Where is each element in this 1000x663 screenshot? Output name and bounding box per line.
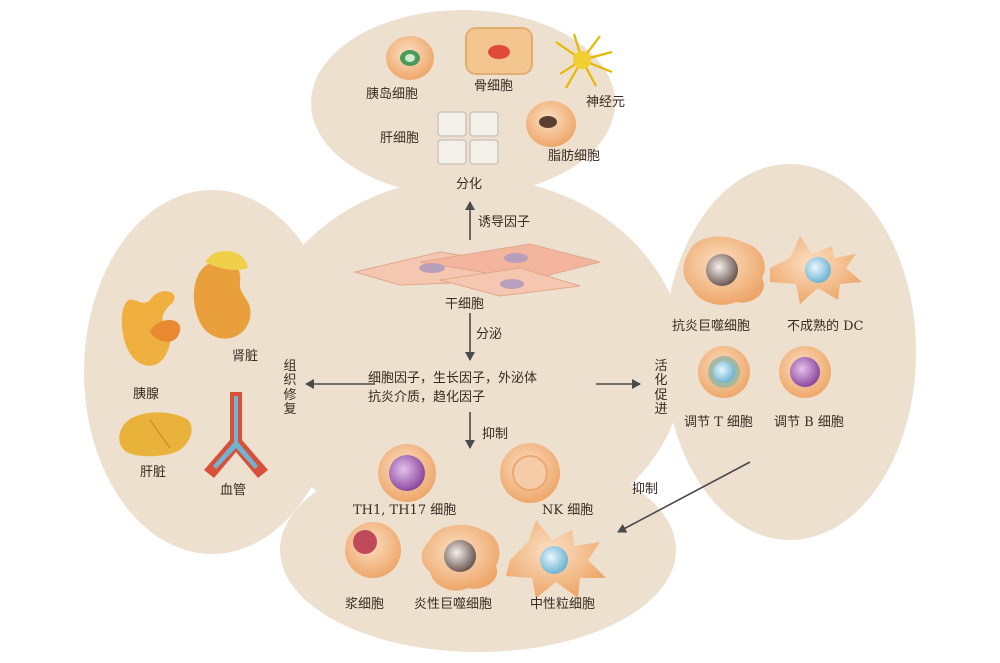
factors-line-1: 细胞因子，生长因子，外泌体 xyxy=(368,371,538,386)
label-bone-cell: 骨细胞 xyxy=(474,79,514,94)
regulatory-t-cell-icon xyxy=(698,346,750,398)
label-regulatory-b-cell: 调节 B 细胞 xyxy=(774,415,844,430)
label-th-cell: TH1, TH17 细胞 xyxy=(353,503,457,518)
label-induction-factor: 诱导因子 xyxy=(478,215,531,230)
anti-inflammatory-macrophage-icon xyxy=(683,236,765,305)
bone-cell-icon xyxy=(465,27,533,75)
arrows xyxy=(305,201,751,533)
label-differentiation: 分化 xyxy=(456,177,483,192)
label-inflammatory-macrophage: 炎性巨噬细胞 xyxy=(414,597,493,612)
label-tissue-repair: 组织修复 xyxy=(283,359,297,417)
stem-cell-icon xyxy=(353,243,601,297)
label-nk-cell: NK 细胞 xyxy=(542,503,594,518)
arrow-inhibition-right xyxy=(617,461,751,533)
label-secretion: 分泌 xyxy=(476,327,503,342)
neutrophil-icon xyxy=(506,520,606,598)
label-liver: 肝脏 xyxy=(140,465,167,480)
label-neutrophil: 中性粒细胞 xyxy=(530,597,596,612)
plasma-cell-icon xyxy=(345,522,401,578)
blood-vessel-icon xyxy=(204,392,268,478)
label-liver-cell: 肝细胞 xyxy=(380,131,420,146)
th-cell-icon xyxy=(378,444,436,502)
label-kidney: 肾脏 xyxy=(232,349,259,364)
label-neuron: 神经元 xyxy=(586,95,626,110)
label-pancreas: 胰腺 xyxy=(133,387,160,402)
islet-cell-icon xyxy=(386,36,434,80)
label-anti-inflammatory-macrophage: 抗炎巨噬细胞 xyxy=(672,319,751,334)
neuron-icon xyxy=(555,33,613,89)
label-immature-dc: 不成熟的 DC xyxy=(787,319,864,334)
nk-cell-icon xyxy=(500,443,560,503)
label-islet-cell: 胰岛细胞 xyxy=(366,87,419,102)
label-blood-vessel: 血管 xyxy=(220,483,247,498)
factors-line-2: 抗炎介质，趋化因子 xyxy=(368,389,486,405)
secreted-factors: 细胞因子，生长因子，外泌体 抗炎介质，趋化因子 xyxy=(368,370,537,408)
label-activation: 活化促进 xyxy=(654,359,668,417)
inflammatory-macrophage-icon xyxy=(421,524,500,591)
fat-cell-icon xyxy=(526,101,576,147)
immature-dc-icon xyxy=(770,236,862,304)
label-inhibition-center: 抑制 xyxy=(482,427,509,442)
liver-icon xyxy=(119,412,192,457)
label-plasma-cell: 浆细胞 xyxy=(345,597,385,612)
liver-cell-icon xyxy=(437,111,499,165)
label-regulatory-t-cell: 调节 T 细胞 xyxy=(684,415,753,430)
label-stem-cell: 干细胞 xyxy=(445,297,485,312)
label-fat-cell: 脂肪细胞 xyxy=(548,149,601,164)
regulatory-b-cell-icon xyxy=(779,346,831,398)
kidney-icon xyxy=(193,250,251,339)
label-inhibition-right: 抑制 xyxy=(632,482,659,497)
pancreas-icon xyxy=(121,291,181,366)
